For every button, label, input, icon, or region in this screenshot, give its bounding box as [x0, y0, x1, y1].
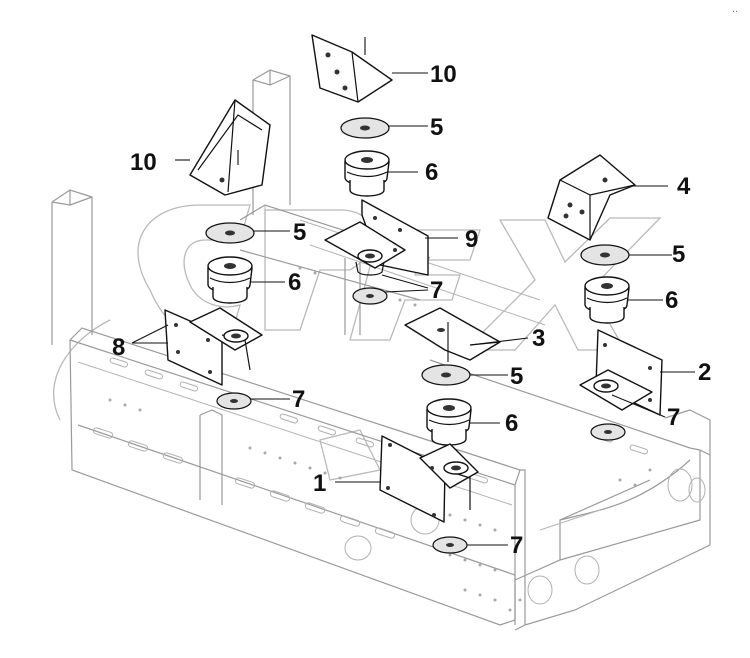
- washers-5: [205, 117, 672, 386]
- callout-labels: 10 10 5 6 4 5 9 5 6 7 6 3 8 2 5 7 7 6 1 …: [112, 3, 738, 559]
- label-5-center: 5: [510, 363, 523, 390]
- label-3: 3: [532, 325, 545, 352]
- bracket-4: [547, 154, 668, 241]
- label-9: 9: [465, 226, 478, 253]
- label-10-top: 10: [430, 61, 457, 88]
- label-5-top: 5: [430, 114, 443, 141]
- bracket-1: [335, 435, 479, 523]
- bracket-10-top: [311, 34, 428, 103]
- bracket-9: [324, 199, 458, 289]
- bracket-8: [131, 307, 263, 386]
- label-7-left: 7: [292, 386, 305, 413]
- corner-mark: ..: [732, 3, 738, 15]
- label-6-center: 6: [505, 410, 518, 437]
- label-7-right: 7: [667, 404, 680, 431]
- label-5-left: 5: [293, 219, 306, 246]
- label-7-center: 7: [430, 277, 443, 304]
- label-6-left: 6: [288, 269, 301, 296]
- plate-3: [404, 307, 529, 362]
- label-10-left: 10: [130, 149, 157, 176]
- label-7-bottom: 7: [510, 532, 523, 559]
- cushions-6: [207, 150, 663, 446]
- bracket-10-left: [175, 99, 271, 196]
- label-1: 1: [313, 470, 326, 497]
- washers-7: [216, 287, 666, 554]
- label-6-top: 6: [425, 159, 438, 186]
- label-8: 8: [112, 334, 125, 361]
- label-2: 2: [698, 359, 711, 386]
- label-5-right: 5: [672, 241, 685, 268]
- bracket-2: [579, 329, 695, 416]
- label-4: 4: [677, 173, 691, 200]
- label-6-right: 6: [665, 287, 678, 314]
